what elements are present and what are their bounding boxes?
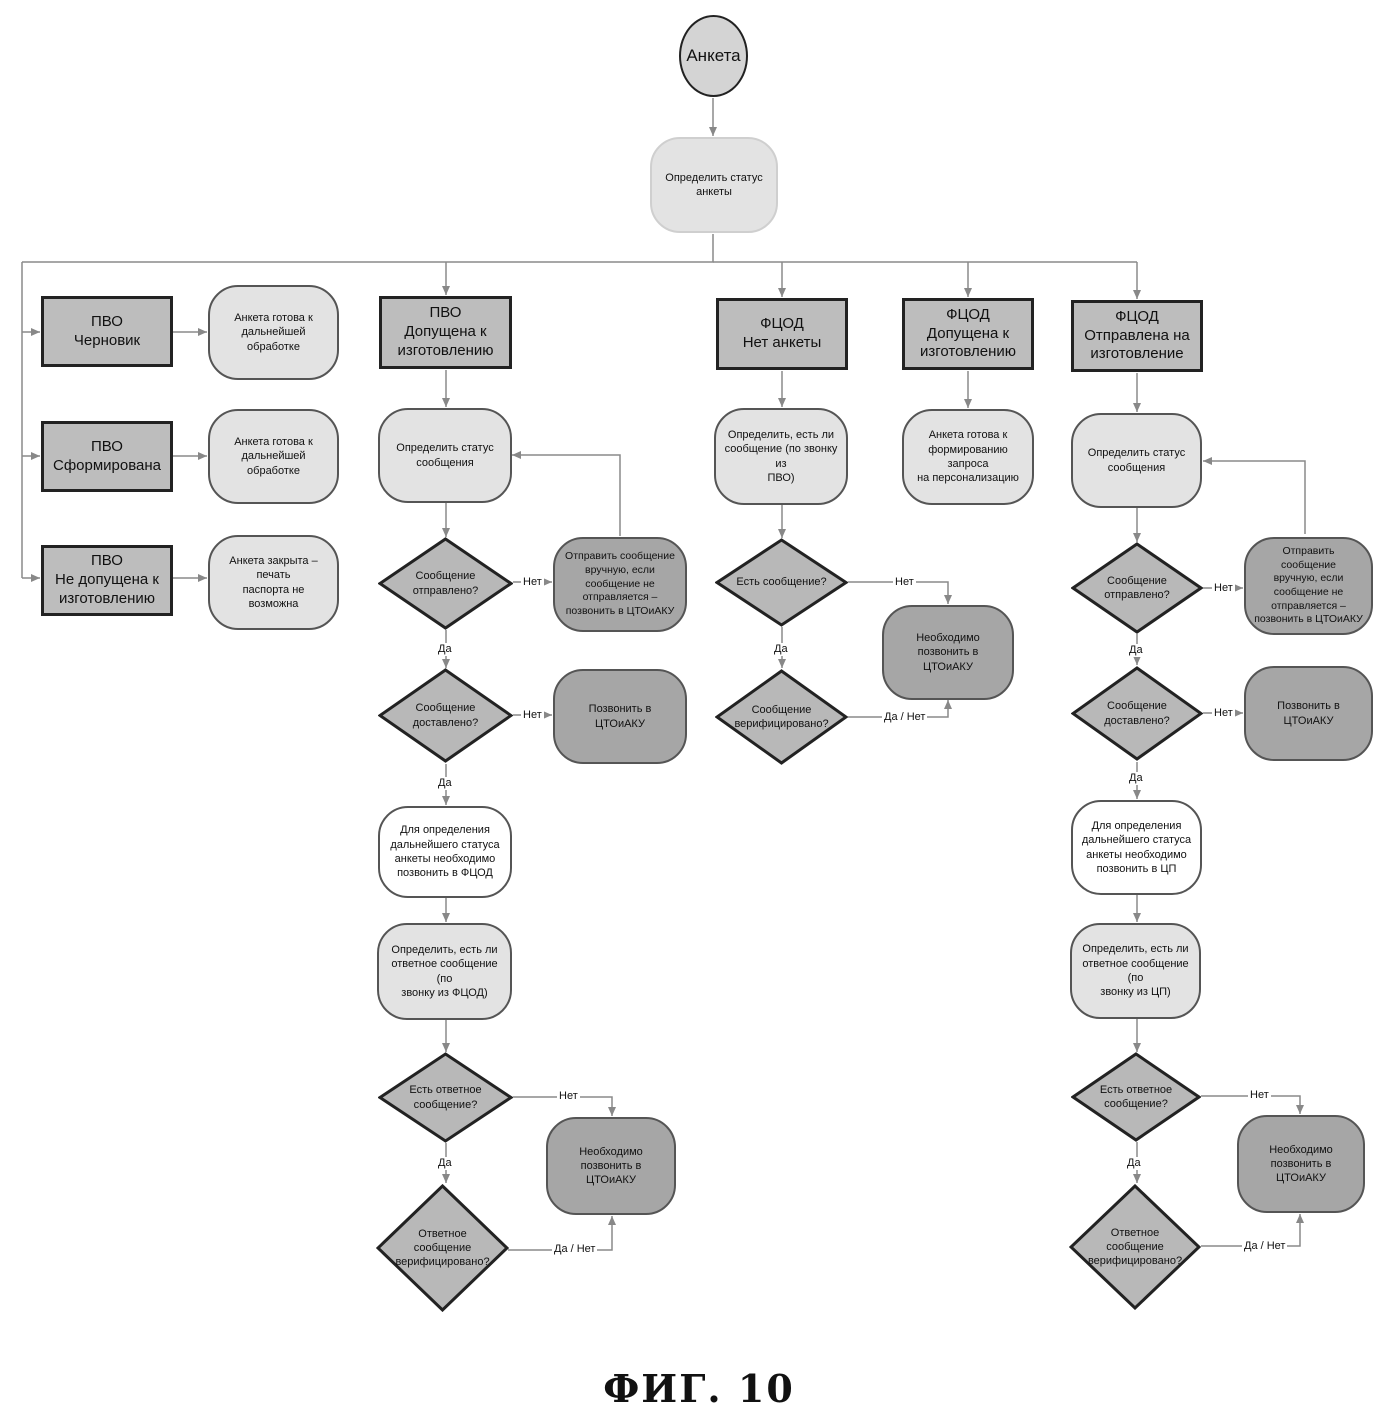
pvo-need-call-ctoaku: Необходимо позвонить в ЦТОиАКУ [546, 1117, 676, 1215]
pvo-decision-message-sent-text: Сообщение отправлено? [378, 537, 513, 630]
fcod-sent-decision-reply-exists: Есть ответное сообщение? [1071, 1052, 1201, 1142]
pvo-decision-reply-exists: Есть ответное сообщение? [378, 1052, 513, 1143]
fcod-need-call-ctoaku: Необходимо позвонить в ЦТОиАКУ [882, 605, 1014, 700]
pvo-decision-message-delivered-text: Сообщение доставлено? [378, 668, 513, 763]
edge-label-no: Нет [1248, 1089, 1271, 1102]
fcod-decision-message-exists: Есть сообщение? [715, 538, 848, 627]
edge-label-no: Нет [521, 709, 544, 722]
note-pvo-rejected: Анкета закрыта – печать паспорта не возм… [208, 535, 339, 630]
status-fcod-admitted: ФЦОД Допущена к изготовлению [902, 298, 1034, 370]
edge-label-no: Нет [1212, 582, 1235, 595]
status-pvo-formed: ПВО Сформирована [41, 421, 173, 492]
edge-label-yes: Да [1127, 644, 1145, 657]
fcod-sent-call-cp-next: Для определения дальнейшего статуса анке… [1071, 800, 1202, 895]
fcod-sent-decision-reply-verified: Ответное сообщение верифицировано? [1069, 1184, 1201, 1310]
edge-label-yes: Да [1125, 1157, 1143, 1170]
fcod-sent-decision-message-sent: Сообщение отправлено? [1071, 542, 1203, 634]
fcod-sent-decision-message-sent-text: Сообщение отправлено? [1071, 542, 1203, 634]
pvo-call-ctoaku: Позвонить в ЦТОиАКУ [553, 669, 687, 764]
fcod-sent-need-call-ctoaku: Необходимо позвонить в ЦТОиАКУ [1237, 1115, 1365, 1213]
edge-label-yes-no: Да / Нет [552, 1243, 597, 1256]
pvo-determine-message-status: Определить статус сообщения [378, 408, 512, 503]
edge-label-no: Нет [521, 576, 544, 589]
status-fcod-sent: ФЦОД Отправлена на изготовление [1071, 300, 1203, 372]
fcod-decision-message-verified: Сообщение верифицировано? [715, 669, 848, 765]
fcod-sent-decision-reply-verified-text: Ответное сообщение верифицировано? [1069, 1184, 1201, 1310]
fcod-sent-determine-reply: Определить, есть ли ответное сообщение (… [1070, 923, 1201, 1019]
start-node: Анкета [679, 15, 748, 97]
edge-label-yes: Да [436, 1157, 454, 1170]
determine-form-status: Определить статус анкеты [650, 137, 778, 233]
fcod-sent-call-ctoaku: Позвонить в ЦТОиАКУ [1244, 666, 1373, 761]
pvo-decision-message-delivered: Сообщение доставлено? [378, 668, 513, 763]
fcod-sent-decision-reply-exists-text: Есть ответное сообщение? [1071, 1052, 1201, 1142]
figure-caption: ФИГ. 10 [0, 1366, 1398, 1411]
fcod-sent-decision-message-delivered: Сообщение доставлено? [1071, 666, 1203, 761]
fcod-decision-message-exists-text: Есть сообщение? [715, 538, 848, 627]
pvo-decision-reply-verified-text: Ответное сообщение верифицировано? [376, 1184, 509, 1312]
edge-label-yes: Да [436, 777, 454, 790]
edge-label-no: Нет [557, 1090, 580, 1103]
status-pvo-admitted: ПВО Допущена к изготовлению [379, 296, 512, 369]
pvo-decision-reply-verified: Ответное сообщение верифицировано? [376, 1184, 509, 1312]
pvo-send-manually: Отправить сообщение вручную, если сообще… [553, 537, 687, 632]
pvo-call-fcod-next: Для определения дальнейшего статуса анке… [378, 806, 512, 898]
edge-label-yes: Да [772, 643, 790, 656]
fcod-determine-message: Определить, есть ли сообщение (по звонку… [714, 408, 848, 505]
pvo-determine-reply: Определить, есть ли ответное сообщение (… [377, 923, 512, 1020]
status-fcod-no-form: ФЦОД Нет анкеты [716, 298, 848, 370]
fcod-sent-send-manually: Отправить сообщение вручную, если сообще… [1244, 537, 1373, 635]
edge-label-yes-no: Да / Нет [882, 711, 927, 724]
note-pvo-draft: Анкета готова к дальнейшей обработке [208, 285, 339, 380]
edge-label-yes: Да [1127, 772, 1145, 785]
fcod-admitted-note: Анкета готова к формированию запроса на … [902, 409, 1034, 505]
edge-label-yes-no: Да / Нет [1242, 1240, 1287, 1253]
edge-label-no: Нет [893, 576, 916, 589]
fcod-sent-decision-message-delivered-text: Сообщение доставлено? [1071, 666, 1203, 761]
edge-label-yes: Да [436, 643, 454, 656]
status-pvo-draft: ПВО Черновик [41, 296, 173, 367]
edge-label-no: Нет [1212, 707, 1235, 720]
fcod-sent-determine-message-status: Определить статус сообщения [1071, 413, 1202, 508]
pvo-decision-message-sent: Сообщение отправлено? [378, 537, 513, 630]
fcod-decision-message-verified-text: Сообщение верифицировано? [715, 669, 848, 765]
status-pvo-rejected: ПВО Не допущена к изготовлению [41, 545, 173, 616]
note-pvo-formed: Анкета готова к дальнейшей обработке [208, 409, 339, 504]
pvo-decision-reply-exists-text: Есть ответное сообщение? [378, 1052, 513, 1143]
